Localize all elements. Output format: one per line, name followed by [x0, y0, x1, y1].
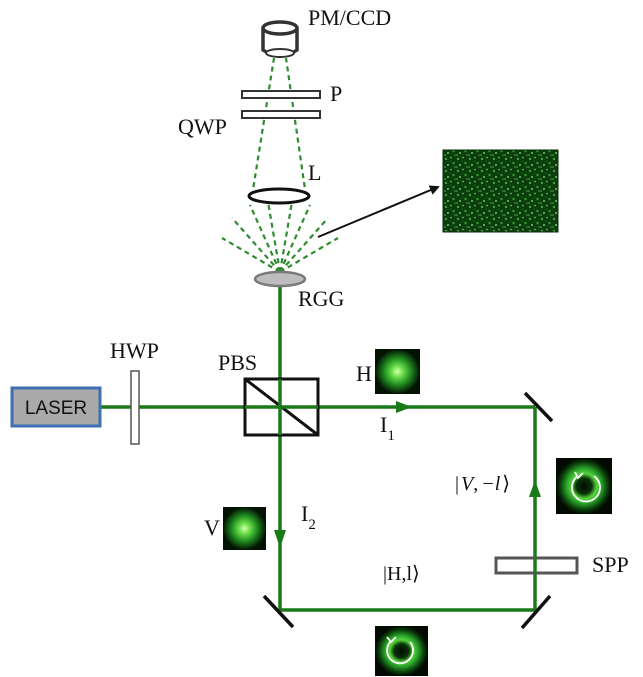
- qwp-label: QWP: [178, 114, 227, 139]
- polarizer-element: [241, 90, 321, 99]
- detector-pmccd: [261, 20, 299, 58]
- intensity-i1-label: I1: [380, 412, 395, 444]
- polarizer-label: P: [330, 81, 342, 106]
- beam-paths: [100, 275, 537, 612]
- gaussian-spot-v-image: [223, 507, 266, 550]
- scattered-beams: [221, 57, 339, 273]
- detector-label: PM/CCD: [308, 5, 391, 30]
- hwp-element: [130, 370, 140, 445]
- mirror-bottom-right: [520, 594, 552, 630]
- intensity-i2-label: I2: [301, 501, 316, 533]
- rgg-label: RGG: [298, 286, 345, 311]
- beam-v-label: V: [204, 515, 220, 540]
- laser-label: LASER: [25, 398, 87, 419]
- arrow-right-icon: [396, 401, 412, 413]
- pbs-label: PBS: [218, 350, 257, 375]
- mirror-top-right: [523, 391, 554, 423]
- speckle-pattern-image: [442, 149, 559, 233]
- ket-v-minus-l: |V,−l⟩: [455, 473, 510, 495]
- beam-direction-arrows: [274, 401, 541, 548]
- arrow-down-icon: [274, 530, 286, 548]
- speckle-pointer-arrow: [317, 185, 440, 238]
- spp-label: SPP: [592, 552, 629, 577]
- gaussian-spot-h-image: [375, 349, 420, 394]
- mirror-bottom-left: [262, 594, 295, 629]
- qwp-element: [241, 110, 321, 119]
- lens-element: [247, 187, 311, 205]
- lens-label: L: [308, 160, 321, 185]
- arrow-up-icon: [529, 480, 541, 497]
- vortex-spot-right-image: [556, 458, 612, 514]
- rgg-element: [253, 270, 307, 288]
- vortex-spot-bottom-image: [375, 626, 428, 676]
- hwp-label: HWP: [110, 338, 159, 363]
- beam-h-label: H: [356, 361, 372, 386]
- ket-h-l: |H,l⟩: [383, 563, 420, 585]
- laser-source: [10, 386, 102, 428]
